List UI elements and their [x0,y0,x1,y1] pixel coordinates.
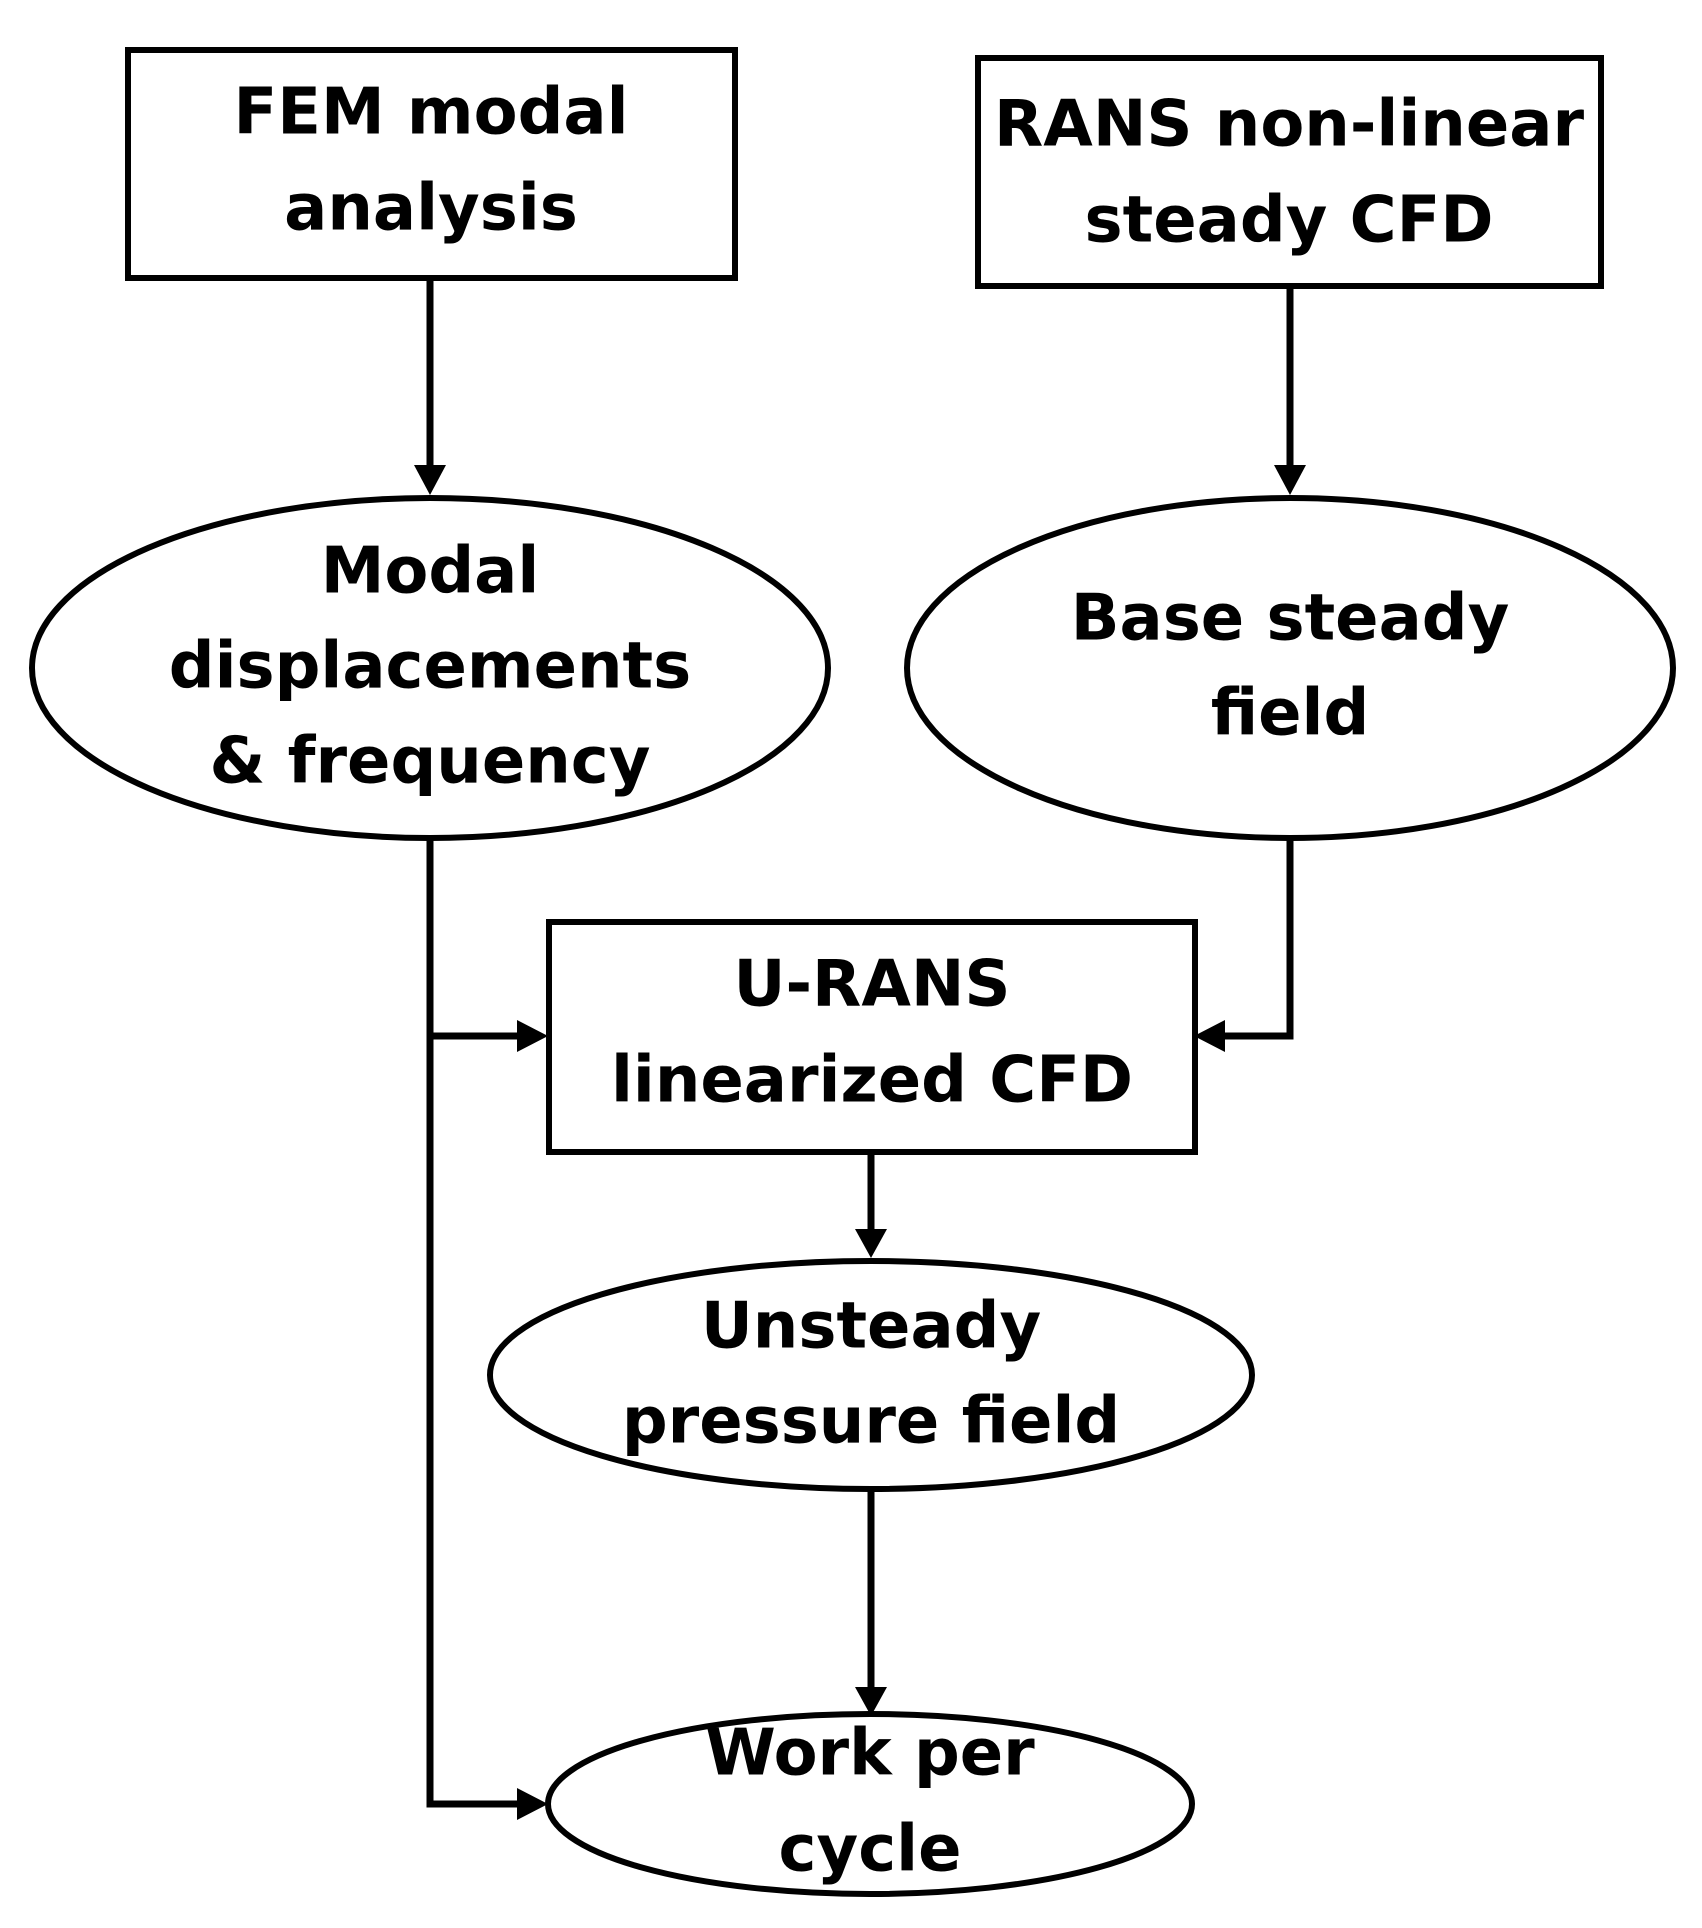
node-modal-displacements: Modal displacements & frequency [29,495,831,841]
edge-modal-displacements-to-work [426,1036,548,1820]
node-label-line: Work per [705,1717,1035,1791]
edge-base-field-to-urans [1194,840,1294,1052]
node-label-line: steady CFD [1085,184,1494,258]
node-label-line: displacements [169,630,691,704]
node-work-per-cycle: Work per cycle [545,1711,1195,1897]
node-base-steady-field: Base steady field [904,495,1676,841]
node-label-line: analysis [284,172,578,246]
edge-rans-to-base-field [1274,286,1306,495]
node-unsteady-pressure-field: Unsteady pressure field [487,1258,1255,1492]
node-label-line: U-RANS [734,948,1011,1022]
node-label-line: & frequency [210,725,651,799]
node-urans-linearized-cfd: U-RANS linearized CFD [546,919,1198,1155]
arrowhead-left-icon [1194,1020,1225,1052]
edges [414,278,1306,1820]
arrowhead-down-icon [414,465,446,495]
arrowhead-right-icon [517,1020,548,1052]
node-label-line: Unsteady [701,1290,1041,1364]
node-fem-modal-analysis: FEM modal analysis [125,47,738,281]
edge-fem-to-modal-displacements [414,278,446,495]
node-label-line: pressure field [622,1385,1120,1459]
edge-modal-displacements-to-urans [426,838,548,1052]
node-label-line: linearized CFD [611,1044,1133,1118]
edge-unsteady-pressure-to-work [855,1462,887,1716]
arrowhead-right-icon [517,1788,548,1820]
node-rans-steady-cfd: RANS non-linear steady CFD [975,55,1604,289]
node-label-line: Base steady [1071,582,1510,656]
node-label-line: Modal [321,535,540,609]
edge-urans-to-unsteady-pressure [855,1152,887,1258]
arrowhead-down-icon [855,1687,887,1716]
arrowhead-down-icon [1274,465,1306,495]
node-label-line: field [1211,677,1370,751]
node-label-line: FEM modal [234,76,629,150]
arrowhead-down-icon [855,1229,887,1258]
node-label-line: cycle [779,1813,962,1887]
node-label-line: RANS non-linear [994,88,1584,162]
